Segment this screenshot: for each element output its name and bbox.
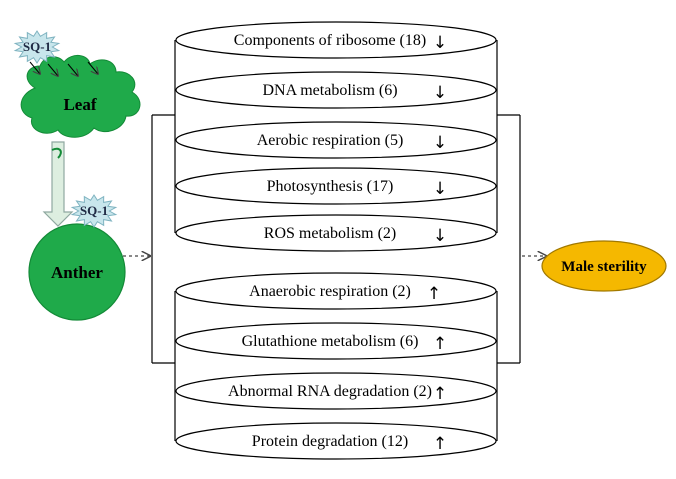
- up-arrow-icon: ↑: [427, 284, 441, 304]
- process-label: Abnormal RNA degradation (2): [228, 383, 432, 400]
- process-list: Components of ribosome (18)↓DNA metaboli…: [175, 21, 497, 460]
- process-ellipse: [175, 372, 497, 410]
- left-bracket: [151, 40, 176, 441]
- down-arrow-icon: ↓: [433, 83, 447, 103]
- right-bracket: [496, 40, 521, 441]
- leaf-cloud: Leaf: [20, 55, 141, 138]
- male-sterility-node: Male sterility: [541, 240, 667, 292]
- process-label: Glutathione metabolism (6): [242, 333, 419, 350]
- process-ellipse: [175, 214, 497, 252]
- process-ellipse: [175, 21, 497, 59]
- down-arrow-icon: ↓: [433, 226, 447, 246]
- sq1-badge-top: SQ-1: [13, 30, 61, 64]
- process-item: Anaerobic respiration (2) ↑: [175, 272, 497, 310]
- process-ellipse: [175, 121, 497, 159]
- down-arrow-icon: ↓: [433, 133, 447, 153]
- process-label: Anaerobic respiration (2): [249, 283, 411, 300]
- sq1-label-anther: SQ-1: [80, 203, 108, 218]
- anther-circle: Anther: [28, 223, 126, 321]
- leaf-to-anther-arrow: [42, 141, 74, 227]
- process-label: Protein degradation (12): [252, 433, 408, 450]
- process-item: Abnormal RNA degradation (2)↑: [175, 372, 497, 410]
- process-item: DNA metabolism (6) ↓: [175, 71, 497, 109]
- process-item: ROS metabolism (2) ↓: [175, 214, 497, 252]
- process-label: Photosynthesis (17): [267, 178, 394, 195]
- process-item: Protein degradation (12) ↑: [175, 422, 497, 460]
- process-ellipse: [175, 167, 497, 205]
- up-arrow-icon: ↑: [433, 384, 447, 404]
- process-label: Components of ribosome (18): [234, 32, 426, 49]
- process-item: Components of ribosome (18) ↓: [175, 21, 497, 59]
- process-ellipse: [175, 322, 497, 360]
- down-arrow-icon: ↓: [433, 33, 447, 53]
- up-arrow-icon: ↑: [433, 334, 447, 354]
- process-ellipse: [175, 422, 497, 460]
- process-ellipse: [175, 272, 497, 310]
- process-label: DNA metabolism (6): [262, 82, 397, 99]
- process-item: Aerobic respiration (5) ↓: [175, 121, 497, 159]
- up-arrow-icon: ↑: [433, 434, 447, 454]
- process-ellipse: [175, 71, 497, 109]
- anther-label: Anther: [51, 263, 103, 282]
- down-arrow-icon: ↓: [433, 179, 447, 199]
- application-arrows: [29, 61, 98, 76]
- process-item: Glutathione metabolism (6) ↑: [175, 322, 497, 360]
- process-item: Photosynthesis (17) ↓: [175, 167, 497, 205]
- leaf-label: Leaf: [63, 95, 96, 114]
- sq1-badge-anther: SQ-1: [70, 194, 118, 228]
- process-label: ROS metabolism (2): [264, 225, 396, 242]
- outcome-label: Male sterility: [561, 259, 647, 275]
- process-label: Aerobic respiration (5): [257, 132, 404, 149]
- sq1-label-top: SQ-1: [23, 39, 51, 54]
